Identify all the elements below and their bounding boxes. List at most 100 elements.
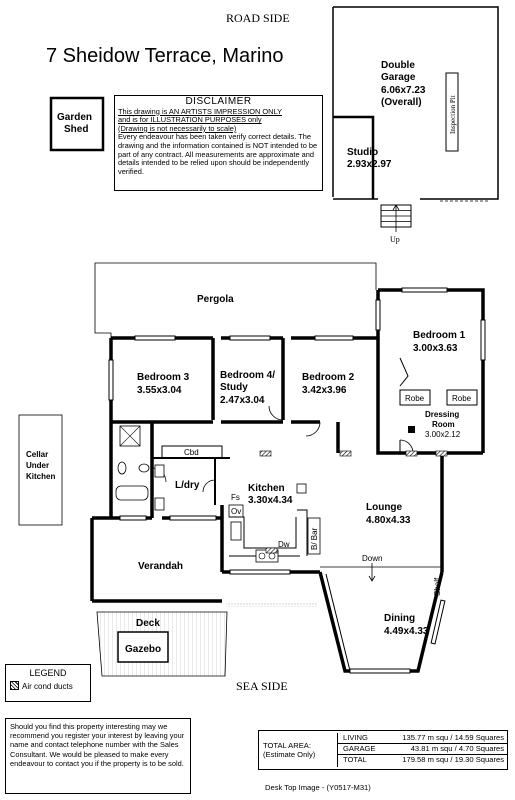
dining-dimensions: 4.49x4.33 — [384, 626, 429, 637]
disclaimer-line-2: and is for ILLUSTRATION PURPOSES only — [118, 115, 262, 125]
disclaimer-box: DISCLAIMER This drawing is AN ARTISTS IM… — [114, 95, 323, 191]
gazebo — [117, 631, 169, 663]
deck: Deck Gazebo — [96, 603, 318, 677]
garage-steps: Up — [380, 204, 412, 244]
cellar-label-3: Kitchen — [26, 472, 55, 481]
pergola: Pergola — [94, 262, 377, 338]
property-address: 7 Sheidow Terrace, Marino — [46, 45, 284, 67]
deck-label: Deck — [136, 618, 160, 629]
dressing-room-dimensions: 3.00x2.12 — [425, 430, 461, 439]
area-row-value: 43.81 m squ / 4.70 Squares — [410, 744, 504, 753]
windows — [108, 287, 486, 674]
area-row-label: LIVING — [343, 733, 368, 742]
dressing-room-name-2: Room — [432, 420, 455, 429]
bedroom-1-dimensions: 3.00x3.63 — [413, 343, 458, 354]
studio-dimensions: 2.93x2.97 — [347, 159, 392, 170]
total-area-rows: LIVING 135.77 m squ / 14.59 Squares GARAG… — [337, 733, 508, 767]
cellar-label-2: Under — [26, 461, 49, 470]
bedroom-4-name-2: Study — [220, 382, 248, 393]
road-side-label: ROAD SIDE — [226, 11, 290, 25]
laundry-label: L/dry — [175, 480, 200, 491]
air-cond-ducts — [259, 450, 448, 554]
fridge-space-label: Fs — [231, 493, 240, 502]
bedroom-3: Bedroom 3 3.55x3.04 — [137, 372, 190, 396]
total-area-caption: TOTAL AREA: (Estimate Only) — [263, 741, 315, 759]
studio: Studio 2.93x2.97 — [333, 115, 392, 199]
legend-box: LEGEND Air cond ducts — [5, 664, 91, 702]
garage-name-2: Garage — [381, 72, 416, 83]
cupboard-label: Cbd — [184, 448, 199, 457]
total-area-caption-2: (Estimate Only) — [263, 750, 316, 759]
garden-shed-label-2: Shed — [64, 124, 88, 135]
garage-note: (Overall) — [381, 97, 422, 108]
sea-side-label: SEA SIDE — [236, 679, 288, 693]
up-label: Up — [390, 235, 400, 244]
dressing-room-name: Dressing — [425, 410, 459, 419]
robe-right — [446, 389, 478, 406]
disclaimer-body: Every endeavour has been taken verify co… — [118, 132, 318, 176]
contact-note: Should you find this property interestin… — [5, 718, 191, 794]
robe-left — [399, 389, 431, 406]
bathroom — [115, 425, 167, 501]
studio-name: Studio — [347, 147, 378, 158]
bedroom-2-name: Bedroom 2 — [302, 372, 355, 383]
inspection-pit-label: Inspection Pit — [449, 95, 457, 134]
total-area-box: TOTAL AREA: (Estimate Only) LIVING 135.77… — [258, 730, 508, 770]
air-cond-swatch — [10, 681, 19, 690]
legend-heading: LEGEND — [29, 668, 67, 678]
legend-item-label: Air cond ducts — [22, 682, 73, 691]
garden-shed-label-1: Garden — [57, 112, 92, 123]
bedroom-2-dimensions: 3.42x3.96 — [302, 385, 347, 396]
gazebo-label: Gazebo — [125, 644, 161, 655]
disclaimer-heading: DISCLAIMER — [185, 96, 252, 107]
disclaimer-line-1: This drawing is AN ARTISTS IMPRESSION ON… — [118, 106, 283, 116]
dining: Dining 4.49x4.33 — [325, 573, 429, 672]
air-duct — [265, 547, 278, 554]
laundry: Cbd L/dry — [152, 445, 230, 511]
pergola-label: Pergola — [197, 294, 234, 305]
bar — [307, 517, 321, 555]
cellar-label-1: Cellar — [26, 450, 48, 459]
area-row-living: LIVING 135.77 m squ / 14.59 Squares — [338, 733, 508, 744]
area-row-label: GARAGE — [343, 744, 376, 753]
garden-shed: Garden Shed — [49, 96, 105, 152]
air-duct — [339, 450, 352, 457]
area-row-value: 135.77 m squ / 14.59 Squares — [402, 733, 504, 742]
area-row-garage: GARAGE 43.81 m squ / 4.70 Squares — [338, 744, 508, 755]
shelf-label: Shelf — [433, 577, 442, 596]
total-area-caption-1: TOTAL AREA: — [263, 741, 311, 750]
bedroom-4-study: Bedroom 4/ Study 2.47x3.04 — [220, 370, 284, 421]
lounge: Lounge 4.80x4.33 Down Shelf — [320, 502, 442, 596]
area-row-total: TOTAL 179.58 m squ / 19.30 Squares — [338, 755, 508, 765]
bedroom-3-dimensions: 3.55x3.04 — [137, 385, 182, 396]
area-row-label: TOTAL — [343, 755, 367, 764]
kitchen-dimensions: 3.30x4.34 — [248, 495, 293, 506]
area-row-value: 179.58 m squ / 19.30 Squares — [402, 755, 504, 764]
air-duct — [259, 450, 272, 457]
legend-item: Air cond ducts — [10, 681, 86, 691]
verandah-label: Verandah — [138, 561, 183, 572]
down-label: Down — [362, 554, 382, 563]
dining-name: Dining — [384, 613, 415, 624]
verandah: Verandah — [138, 561, 183, 572]
garage-name: Double — [381, 60, 415, 71]
bar-label: B/ Bar — [310, 527, 319, 550]
bedroom-2: Bedroom 2 3.42x3.96 — [302, 372, 355, 437]
bedroom-4-dimensions: 2.47x3.04 — [220, 395, 265, 406]
dishwasher-label: Dw — [278, 540, 290, 549]
footer-caption: Desk Top Image - (Y0517-M31) — [265, 783, 371, 792]
kitchen-name: Kitchen — [248, 483, 285, 494]
bedroom-1-name: Bedroom 1 — [413, 330, 466, 341]
air-duct — [435, 450, 448, 457]
robe-left-label: Robe — [405, 394, 425, 403]
oven-label: Ov — [231, 507, 241, 516]
bedroom-4-name: Bedroom 4/ — [220, 370, 275, 381]
cellar: Cellar Under Kitchen — [18, 414, 63, 526]
robe-right-label: Robe — [452, 394, 472, 403]
bedroom-3-name: Bedroom 3 — [137, 372, 190, 383]
lounge-name: Lounge — [366, 502, 403, 513]
inspection-pit — [445, 72, 459, 152]
disclaimer-line-3: (Drawing is not necessarily to scale) — [118, 123, 237, 133]
air-duct — [405, 450, 418, 457]
